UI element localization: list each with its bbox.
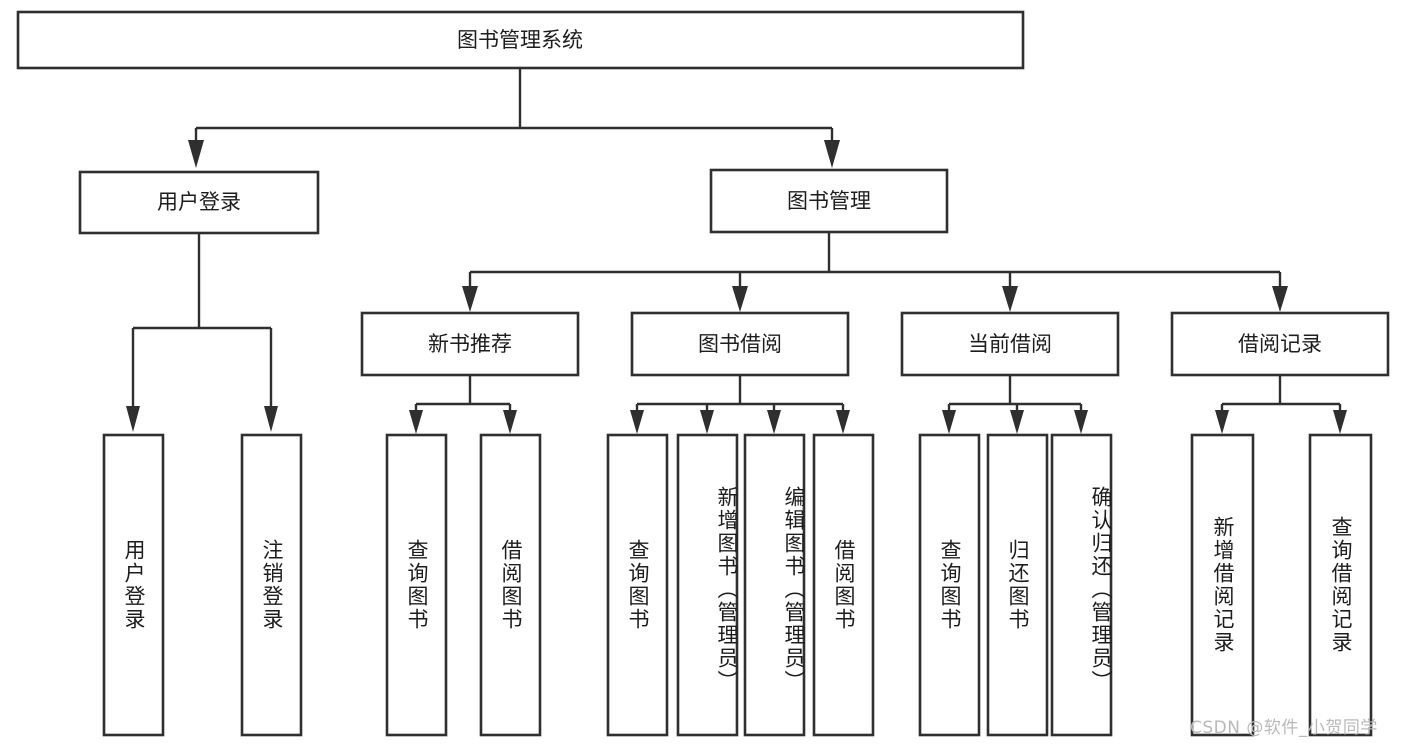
node-label-root: 图书管理系统 [457, 28, 583, 52]
node-label-borrow-record: 借阅记录 [1238, 332, 1322, 356]
node-box-leaf-query-book-1[interactable] [385, 433, 448, 737]
arrowhead-leaf-confirm-return [1074, 410, 1088, 434]
node-label-book-borrow: 图书借阅 [698, 332, 782, 356]
arrowhead-leaf-query-record [1333, 410, 1347, 434]
node-label-new-book-recommend: 新书推荐 [428, 332, 512, 356]
node-box-leaf-logout-login[interactable] [240, 433, 303, 737]
arrowhead-leaf-query-book-3 [942, 410, 956, 434]
node-box-leaf-query-book-2[interactable] [606, 433, 669, 737]
node-box-leaf-add-book[interactable] [676, 433, 739, 737]
arrowhead-leaf-return-book [1010, 410, 1024, 434]
node-box-leaf-add-record[interactable] [1190, 433, 1255, 737]
connector-group-book-management [462, 232, 1288, 312]
arrowhead-book-borrow [732, 286, 748, 312]
connector-group-user-login [126, 233, 278, 432]
node-box-book-management[interactable] [709, 168, 949, 234]
connector-group-book-borrow [630, 375, 850, 434]
arrowhead-leaf-query-book-2 [630, 410, 644, 434]
connector-group-current-borrow [942, 375, 1088, 434]
arrowhead-borrow-record [1272, 286, 1288, 312]
node-box-root[interactable] [16, 10, 1025, 70]
node-label-book-management: 图书管理 [787, 189, 871, 213]
arrowhead-book-management [824, 140, 840, 168]
node-label-current-borrow: 当前借阅 [968, 332, 1052, 356]
arrowhead-current-borrow [1002, 286, 1018, 312]
connector-group-root [188, 68, 840, 168]
node-box-user-login[interactable] [78, 170, 320, 235]
connector-group-borrow-record [1215, 375, 1347, 434]
arrowhead-leaf-borrow-book-2 [836, 410, 850, 434]
connector-group-new-book-recommend [409, 375, 517, 434]
node-box-leaf-confirm-return[interactable] [1050, 433, 1113, 737]
arrowhead-leaf-logout-login [264, 406, 278, 432]
arrowhead-leaf-query-book-1 [409, 410, 423, 434]
node-box-leaf-query-record[interactable] [1308, 433, 1373, 737]
node-box-leaf-borrow-book-2[interactable] [812, 433, 875, 737]
arrowhead-leaf-borrow-book-1 [503, 410, 517, 434]
arrowhead-leaf-edit-book [767, 410, 781, 434]
arrowhead-leaf-add-record [1215, 410, 1229, 434]
arrowhead-user-login [188, 140, 204, 168]
arrowhead-new-book-recommend [462, 286, 478, 312]
node-box-borrow-record[interactable] [1170, 311, 1390, 377]
node-box-leaf-edit-book[interactable] [743, 433, 806, 737]
node-label-user-login: 用户登录 [157, 190, 241, 214]
node-box-current-borrow[interactable] [900, 311, 1120, 377]
watermark-text: CSDN @软件_小贺同学 [1190, 718, 1378, 738]
arrowhead-leaf-user-login [126, 406, 140, 432]
node-box-leaf-user-login[interactable] [102, 433, 165, 737]
node-box-book-borrow[interactable] [630, 311, 850, 377]
node-box-leaf-query-book-3[interactable] [918, 433, 981, 737]
node-box-leaf-return-book[interactable] [986, 433, 1049, 737]
node-box-new-book-recommend[interactable] [360, 311, 580, 377]
node-box-leaf-borrow-book-1[interactable] [479, 433, 542, 737]
arrowhead-leaf-add-book [700, 410, 714, 434]
